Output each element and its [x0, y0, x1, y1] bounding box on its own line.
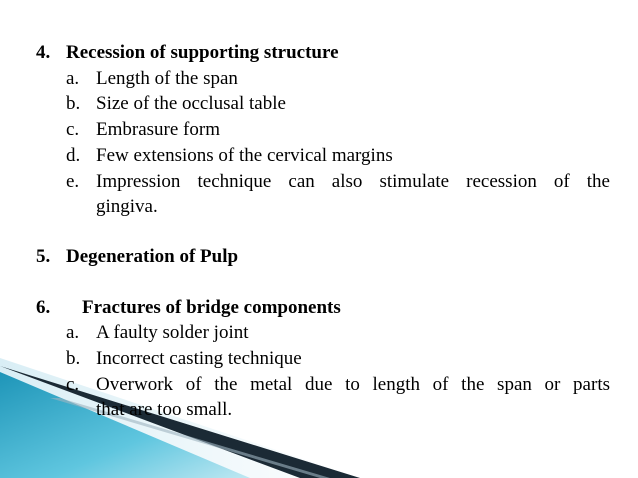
list-item: A faulty solder joint — [96, 322, 249, 343]
section-6-heading: Fractures of bridge components — [82, 297, 341, 318]
section-4-heading: Recession of supporting structure — [66, 42, 339, 63]
list-item: Size of the occlusal table — [96, 93, 286, 114]
list-item-marker: b. — [66, 93, 81, 114]
list-item-marker: d. — [66, 145, 81, 166]
section-4-number: 4. — [36, 42, 51, 63]
list-item-marker: c. — [66, 374, 80, 395]
list-item-marker: e. — [66, 171, 80, 192]
list-item-continuation: gingiva. — [96, 196, 158, 217]
section-6-number: 6. — [36, 297, 51, 318]
list-item-marker: b. — [66, 348, 81, 369]
list-item: Impression technique can also stimulate … — [96, 171, 610, 192]
list-item: Overwork of the metal due to length of t… — [96, 374, 610, 395]
list-item: Few extensions of the cervical margins — [96, 145, 393, 166]
list-item-marker: c. — [66, 119, 80, 140]
list-item: Incorrect casting technique — [96, 348, 302, 369]
list-item-marker: a. — [66, 68, 80, 89]
list-item-continuation: that are too small. — [96, 399, 233, 420]
slide-corner-decoration — [0, 358, 360, 478]
list-item-marker: a. — [66, 322, 80, 343]
list-item: Embrasure form — [96, 119, 220, 140]
list-item: Length of the span — [96, 68, 238, 89]
section-5-number: 5. — [36, 246, 51, 267]
section-5-heading: Degeneration of Pulp — [66, 246, 239, 267]
